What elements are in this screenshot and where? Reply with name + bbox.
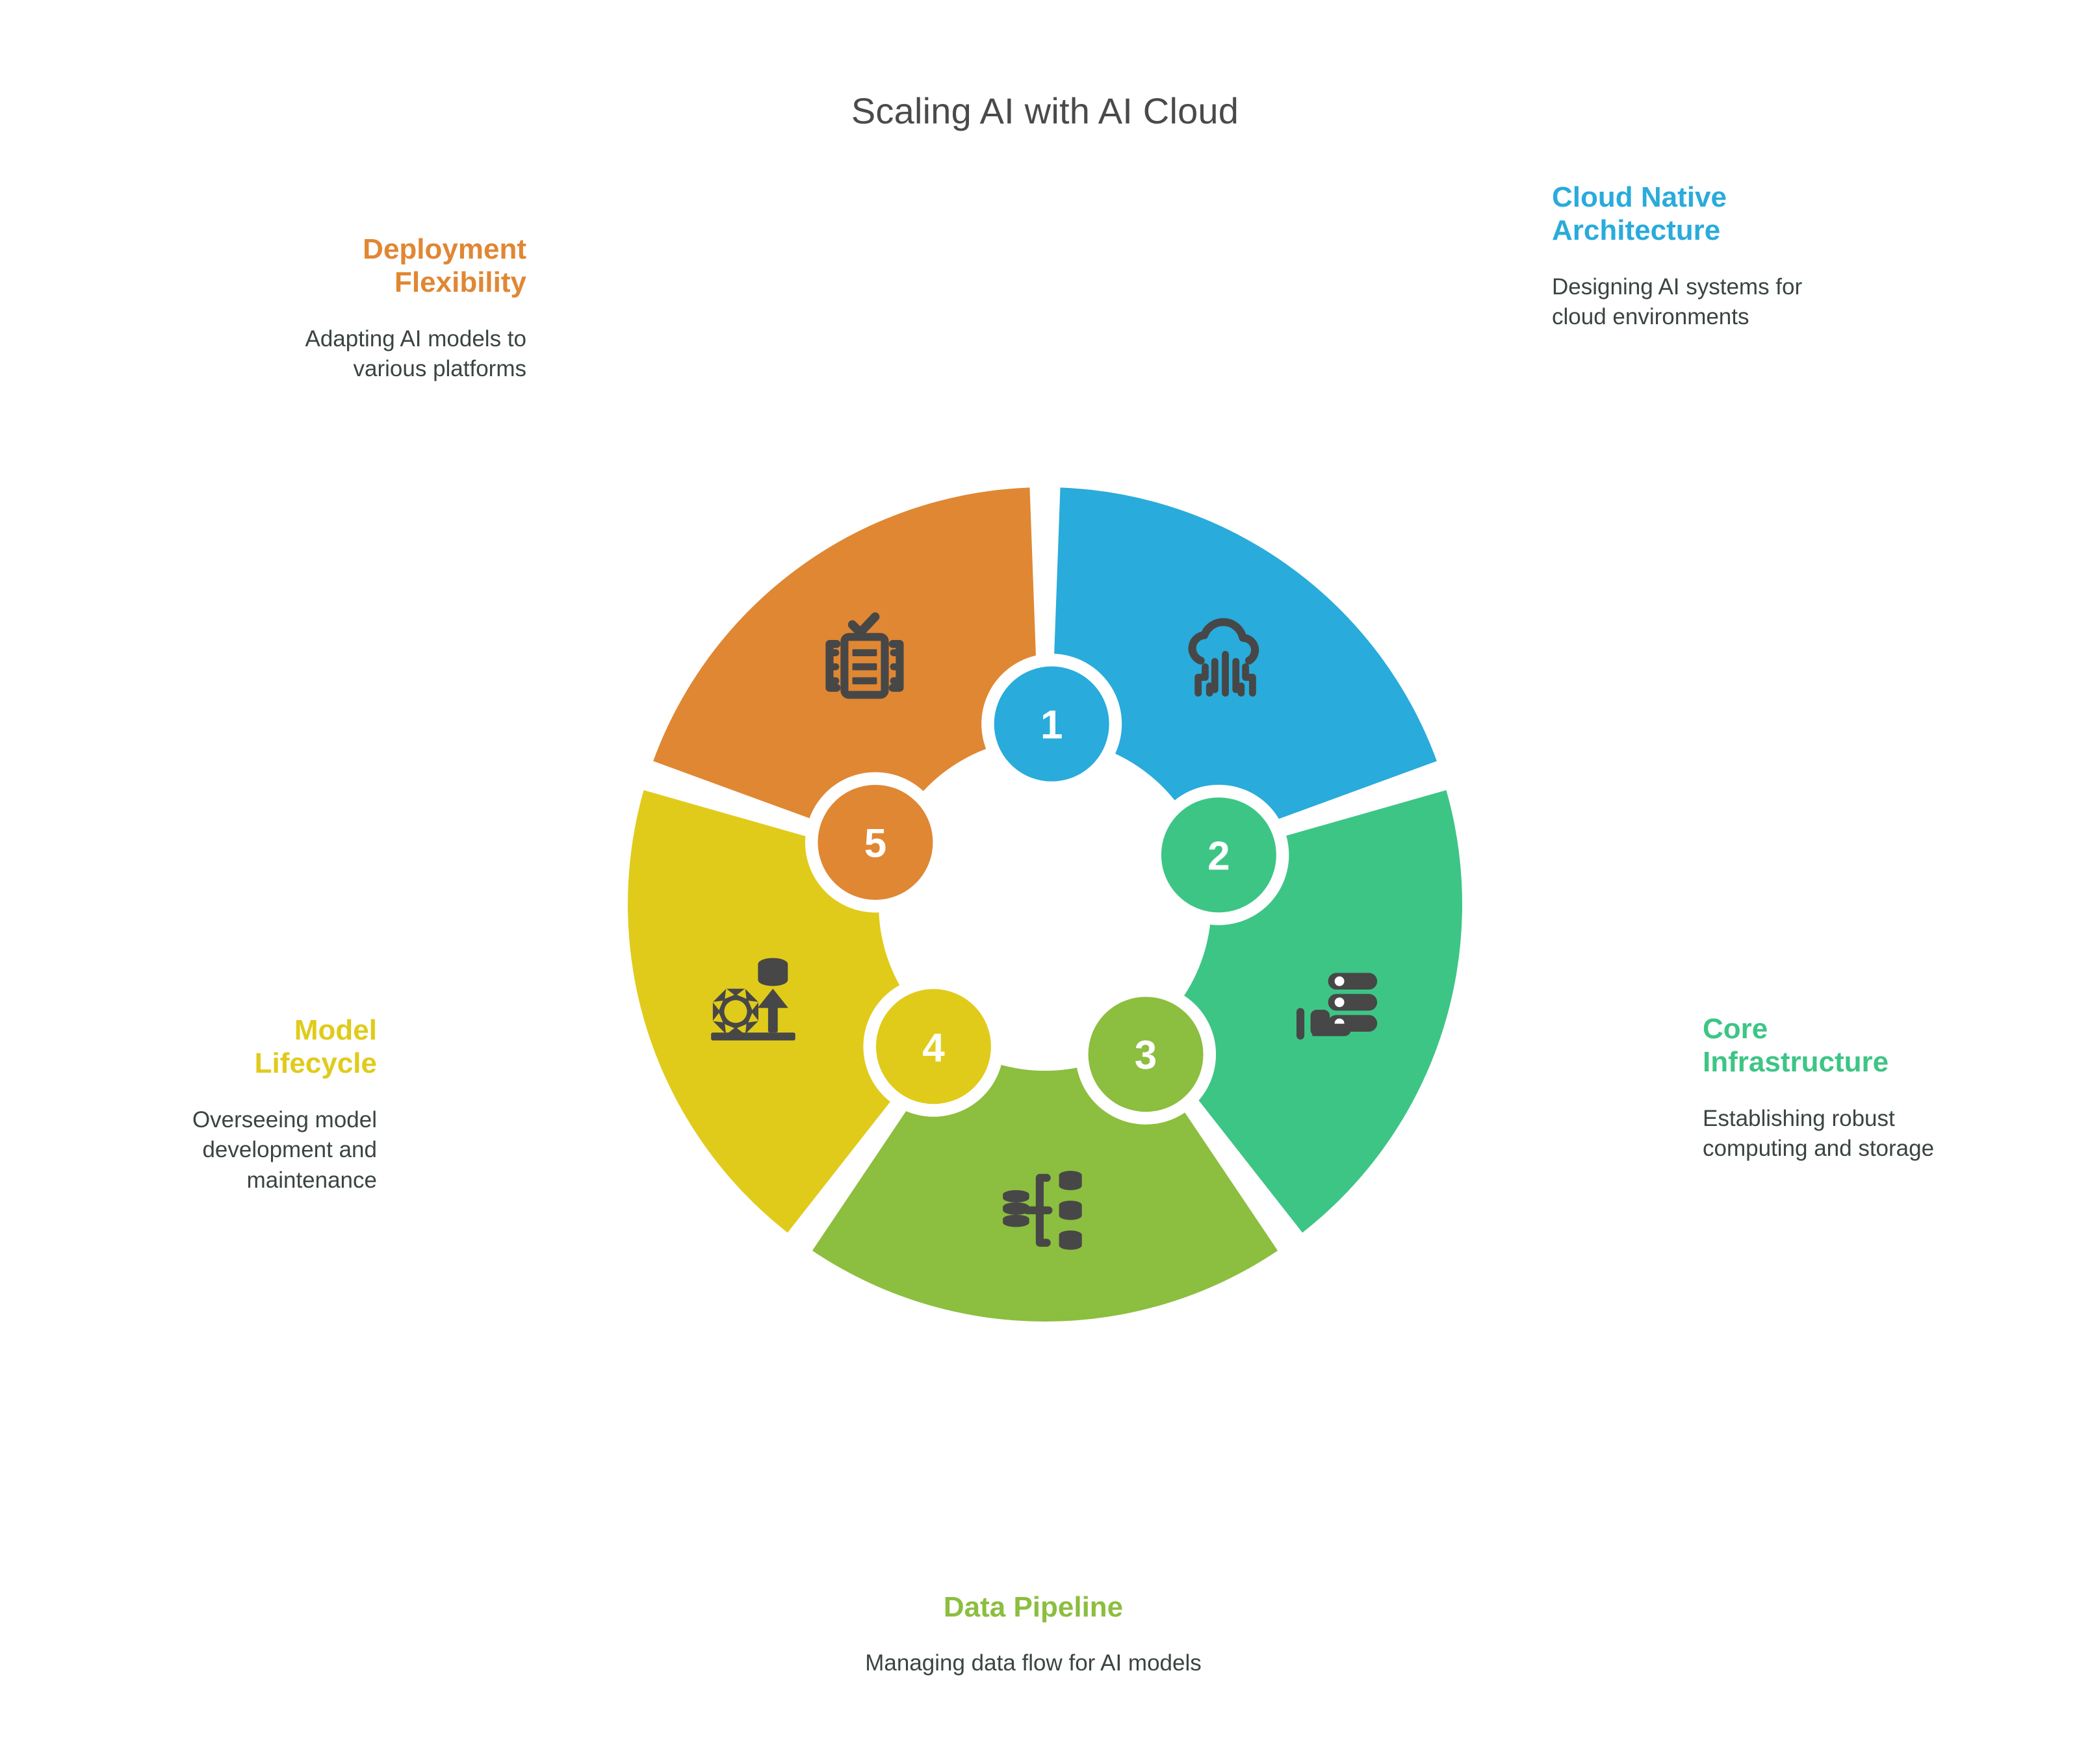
server-rack-icon bbox=[1296, 973, 1378, 1040]
label-desc-5: Adapting AI models to various platforms bbox=[305, 326, 527, 382]
label-title-4-line1: Model bbox=[294, 1014, 377, 1046]
step-badge-number-1: 1 bbox=[1040, 703, 1063, 748]
step-badge-number-5: 5 bbox=[864, 821, 886, 866]
label-block-deployment-flexibility: Deployment Flexibility Adapting AI model… bbox=[253, 233, 527, 385]
label-title-3: Data Pipeline bbox=[848, 1591, 1219, 1624]
step-badge-2[interactable]: 2 bbox=[1156, 793, 1281, 917]
step-badge-1[interactable]: 1 bbox=[989, 661, 1114, 786]
label-title-1-line2: Architecture bbox=[1552, 214, 1721, 247]
label-title-5: Deployment Flexibility bbox=[253, 233, 526, 300]
label-title-2: Core Infrastructure bbox=[1703, 1012, 1989, 1079]
database-pipeline-icon bbox=[1003, 1171, 1082, 1250]
model-deploy-gear-icon bbox=[711, 958, 795, 1041]
label-title-1-line1: Cloud Native bbox=[1552, 181, 1727, 213]
label-title-1: Cloud Native Architecture bbox=[1552, 181, 1831, 248]
label-desc-4: Overseeing model development and mainten… bbox=[192, 1106, 377, 1194]
label-desc-3: Managing data flow for AI models bbox=[865, 1650, 1202, 1676]
label-title-5-line1: Deployment bbox=[363, 233, 526, 265]
step-badge-circle-3 bbox=[1083, 992, 1208, 1117]
step-badge-number-4: 4 bbox=[922, 1025, 945, 1070]
label-title-4-line2: Lifecycle bbox=[254, 1047, 377, 1080]
step-badge-number-3: 3 bbox=[1135, 1033, 1157, 1078]
label-title-3-line1: Data Pipeline bbox=[943, 1591, 1124, 1623]
label-title-4: Model Lifecycle bbox=[117, 1014, 377, 1080]
step-badge-circle-4 bbox=[871, 984, 996, 1109]
step-badge-5[interactable]: 5 bbox=[813, 780, 938, 904]
step-badge-3[interactable]: 3 bbox=[1083, 992, 1208, 1117]
step-badge-circle-1 bbox=[989, 661, 1114, 786]
label-title-2-line1: Core bbox=[1703, 1013, 1768, 1045]
label-block-cloud-native-architecture: Cloud Native Architecture Designing AI s… bbox=[1552, 181, 1831, 333]
label-title-2-line2: Infrastructure bbox=[1703, 1046, 1889, 1079]
cloud-computing-icon bbox=[1188, 618, 1259, 697]
label-block-model-lifecycle: Model Lifecycle Overseeing model develop… bbox=[117, 1014, 377, 1196]
label-desc-1: Designing AI systems for cloud environme… bbox=[1552, 274, 1803, 330]
step-badge-circle-5 bbox=[813, 780, 938, 904]
step-badge-number-2: 2 bbox=[1207, 834, 1230, 878]
step-badge-circle-2 bbox=[1156, 793, 1281, 917]
chip-check-icon bbox=[825, 612, 904, 699]
label-block-data-pipeline: Data Pipeline Managing data flow for AI … bbox=[848, 1591, 1219, 1679]
label-title-5-line2: Flexibility bbox=[394, 266, 526, 299]
label-block-core-infrastructure: Core Infrastructure Establishing robust … bbox=[1703, 1012, 1989, 1164]
page-title: Scaling AI with AI Cloud bbox=[851, 90, 1239, 131]
label-desc-2: Establishing robust computing and storag… bbox=[1703, 1105, 1935, 1162]
step-badge-4[interactable]: 4 bbox=[871, 984, 996, 1109]
